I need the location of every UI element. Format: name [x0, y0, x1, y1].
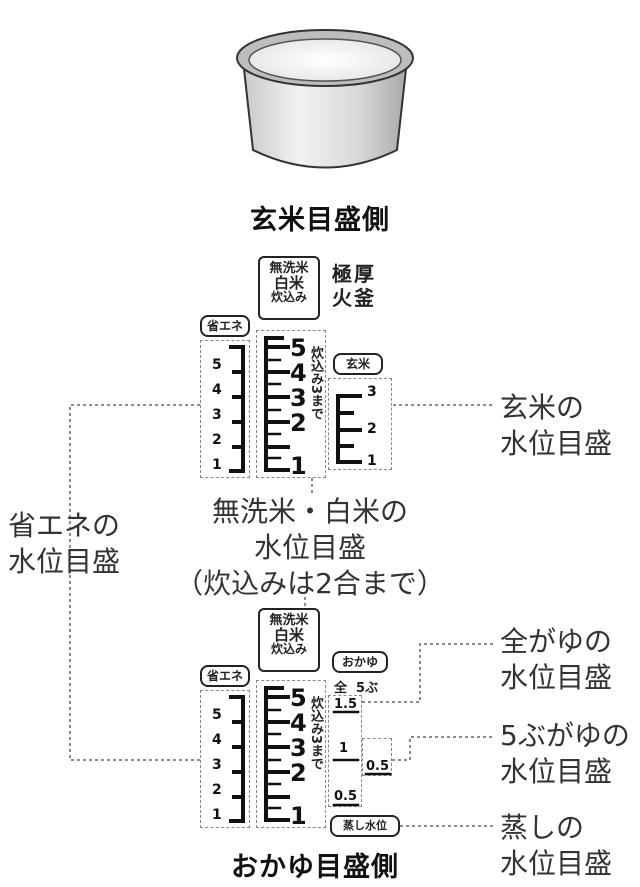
okayu-5bu-label-0-5: 0.5 — [366, 759, 390, 774]
leader-shouene — [69, 404, 200, 761]
main-label-4: 4 — [290, 709, 307, 737]
inner-pot-illustration — [236, 29, 414, 169]
genmai-label-2: 2 — [367, 421, 377, 437]
main-label-2: 2 — [290, 409, 307, 437]
shouene-scale-box-top — [200, 340, 250, 478]
tag-line: 無洗米 — [269, 261, 309, 276]
tag-muthekimai-bottom: 無洗米 白米 炊込み — [258, 608, 320, 672]
callout-gobu-gayu: 5ぶがゆの 水位目盛 — [500, 718, 630, 790]
callout-line: 無洗米・白米の — [211, 495, 408, 528]
callout-zen-gayu: 全がゆの 水位目盛 — [500, 624, 612, 696]
vertical-note-top: 炊込み3まで — [308, 346, 323, 421]
genmai-scale-box — [328, 378, 392, 470]
tag-muthekimai-top: 無洗米 白米 炊込み — [258, 256, 320, 320]
callout-genmai: 玄米の 水位目盛 — [500, 390, 612, 462]
callout-line: 省エネの — [8, 509, 121, 542]
okayu-5bu-box — [362, 738, 392, 776]
main-scale-box-bottom — [256, 680, 326, 828]
shouene-scale-box-bottom — [200, 690, 250, 828]
main-label-3: 3 — [290, 734, 307, 762]
main-label-4: 4 — [290, 359, 307, 387]
callout-line: 蒸しの — [500, 811, 585, 844]
tag-line: 白米 — [273, 273, 304, 292]
heading-okayu-side: おかゆ目盛側 — [231, 852, 399, 883]
main-label-1: 1 — [290, 802, 307, 830]
shouene-label-4: 4 — [212, 732, 222, 748]
callout-shouene: 省エネの 水位目盛 — [8, 508, 120, 580]
tag-line: 炊込み — [270, 642, 307, 657]
callout-white-rice: 無洗米・白米の 水位目盛 （炊込みは2合まで） — [150, 494, 470, 602]
callout-line: 玄米の — [500, 391, 585, 424]
callout-line: 水位目盛 — [500, 755, 613, 788]
okayu-label-1-5: 1.5 — [334, 697, 358, 712]
shouene-label-1: 1 — [212, 807, 222, 823]
main-label-3: 3 — [290, 384, 307, 412]
leader-zen-gayu — [362, 643, 495, 703]
callout-line: 水位目盛 — [253, 531, 366, 564]
callout-steam: 蒸しの 水位目盛 — [500, 810, 612, 882]
shouene-label-3: 3 — [212, 757, 222, 773]
shouene-label-3: 3 — [212, 407, 222, 423]
okayu-label-0-5: 0.5 — [334, 789, 358, 804]
callout-line: 水位目盛 — [500, 847, 613, 880]
genmai-label-1: 1 — [367, 453, 377, 469]
shouene-label-2: 2 — [212, 432, 222, 448]
okayu-header: 全 5ぶ — [334, 681, 379, 696]
shouene-label-2: 2 — [212, 782, 222, 798]
okayu-label-1: 1 — [339, 741, 349, 756]
shouene-label-5: 5 — [212, 707, 222, 723]
callout-line: 5ぶがゆの — [500, 719, 630, 752]
main-label-2: 2 — [290, 759, 307, 787]
tag-okayu: おかゆ — [332, 651, 388, 673]
tag-line: 無洗米 — [269, 613, 309, 628]
brand-logo: 極厚火釜 — [332, 262, 376, 310]
shouene-label-4: 4 — [212, 382, 222, 398]
shouene-label-1: 1 — [212, 457, 222, 473]
genmai-label-3: 3 — [367, 384, 377, 400]
main-label-1: 1 — [290, 452, 307, 480]
tag-shouene-top: 省エネ — [200, 315, 250, 337]
main-scale-box-top — [256, 330, 326, 478]
callout-line: 水位目盛 — [500, 661, 613, 694]
shouene-label-5: 5 — [212, 357, 222, 373]
callout-line: （炊込みは2合まで） — [175, 567, 445, 600]
tag-shouene-bottom: 省エネ — [200, 665, 250, 687]
main-label-5: 5 — [290, 334, 307, 362]
tag-genmai: 玄米 — [333, 353, 383, 375]
tag-steam: 蒸し水位 — [330, 815, 400, 837]
callout-line: 水位目盛 — [8, 545, 121, 578]
vertical-note-bottom: 炊込み3まで — [308, 696, 323, 771]
tag-line: 炊込み — [270, 290, 307, 305]
callout-line: 全がゆの — [500, 625, 613, 658]
tag-line: 白米 — [273, 625, 304, 644]
main-label-5: 5 — [290, 684, 307, 712]
heading-genmai-side: 玄米目盛側 — [250, 205, 390, 236]
callout-line: 水位目盛 — [500, 427, 613, 460]
leader-gobu-gayu — [392, 736, 495, 761]
okayu-full-box — [328, 695, 362, 807]
